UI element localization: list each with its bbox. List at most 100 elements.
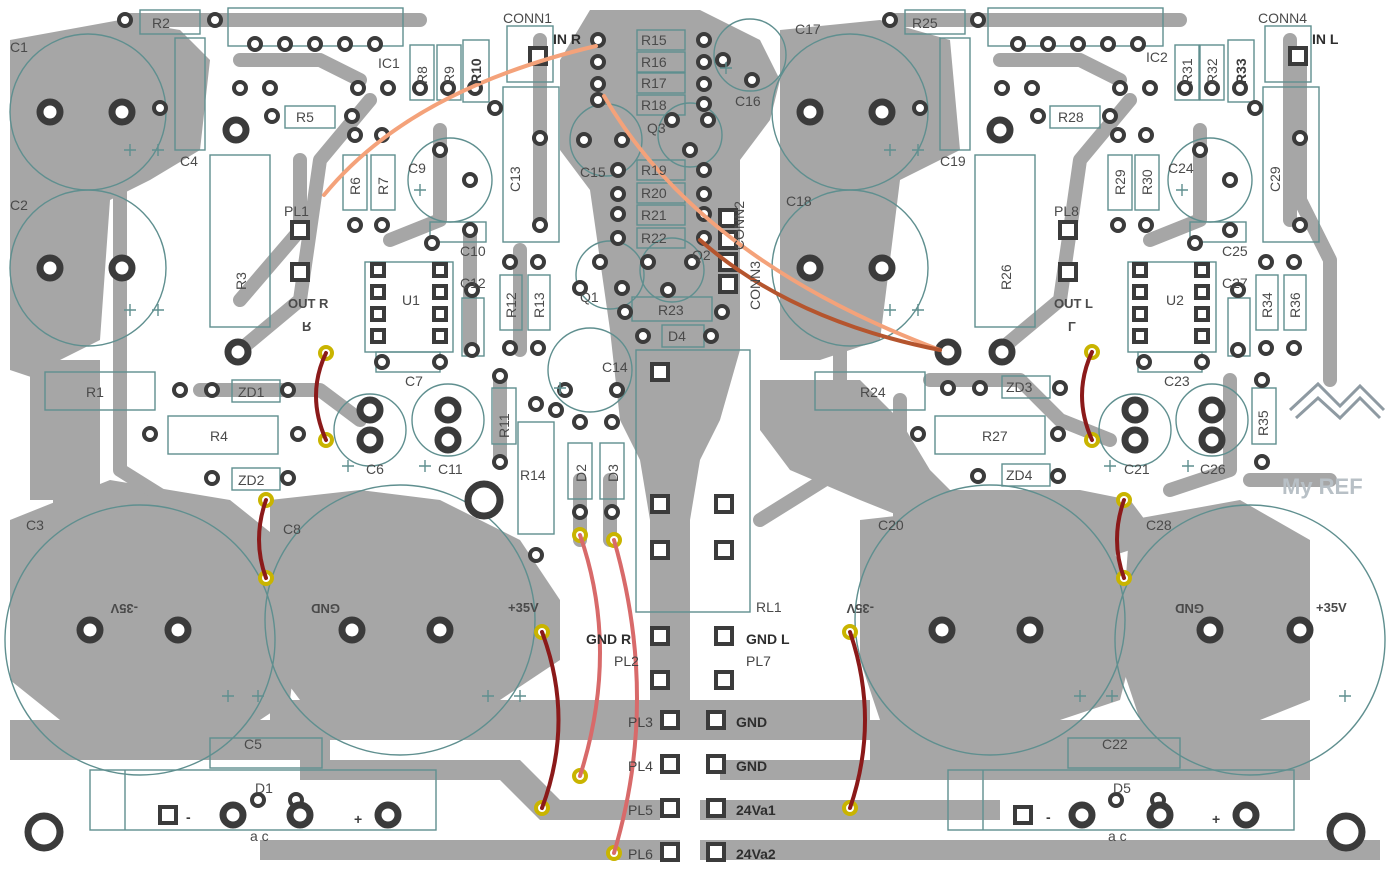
pad	[664, 112, 680, 128]
ic-pin-pad	[370, 262, 386, 278]
ic-pin-pad	[432, 328, 448, 344]
pad	[940, 380, 956, 396]
pad	[640, 254, 656, 270]
label-c19: C19	[940, 153, 966, 169]
pad	[350, 80, 366, 96]
pad	[590, 54, 606, 70]
plus-mark-icon	[482, 690, 494, 702]
label-pl5: PL5	[628, 802, 653, 818]
plus-mark-icon	[884, 304, 896, 316]
polarity-marks	[124, 62, 1351, 702]
label-c18: C18	[786, 193, 812, 209]
pad	[462, 222, 478, 238]
pad	[610, 206, 626, 222]
capacitor-pad	[1016, 616, 1044, 644]
pad	[1286, 340, 1302, 356]
pad	[1247, 100, 1263, 116]
label-r10: R10	[468, 58, 484, 84]
header-pad	[714, 540, 734, 560]
pad	[432, 142, 448, 158]
pad	[204, 470, 220, 486]
pad	[590, 32, 606, 48]
pad	[530, 340, 546, 356]
pad	[660, 282, 676, 298]
pad	[532, 130, 548, 146]
label-rail-gnd-left: GND	[311, 601, 340, 616]
plus-mark-icon	[1104, 460, 1116, 472]
pad	[1010, 36, 1026, 52]
label-r3: R3	[233, 272, 249, 290]
header-pad	[290, 220, 310, 240]
plus-mark-icon	[252, 690, 264, 702]
label-24va2: 24Va2	[736, 846, 776, 862]
pad	[1230, 342, 1246, 358]
ic-pin-pad	[370, 328, 386, 344]
label-rect-minus-left: -	[186, 809, 191, 825]
pad	[1232, 80, 1248, 96]
pad	[344, 108, 360, 124]
label-q3: Q3	[647, 120, 666, 136]
label-r4: R4	[210, 428, 228, 444]
label-r32: R32	[1204, 58, 1220, 84]
label-rail-neg-right: -35V	[846, 601, 874, 616]
pad	[592, 254, 608, 270]
capacitor-pad	[934, 338, 962, 366]
label-c13: C13	[507, 166, 523, 192]
pad	[696, 186, 712, 202]
ic-pin-pad	[1194, 328, 1210, 344]
label-u2: U2	[1166, 292, 1184, 308]
pad	[1024, 80, 1040, 96]
label-c6: C6	[366, 461, 384, 477]
label-c22: C22	[1102, 736, 1128, 752]
pad	[412, 80, 428, 96]
label-r5: R5	[296, 109, 314, 125]
pad	[609, 382, 625, 398]
pad	[1142, 80, 1158, 96]
label-zd4: ZD4	[1006, 467, 1033, 483]
label-ac-left: a c	[250, 828, 269, 844]
pad	[912, 100, 928, 116]
pad	[142, 426, 158, 442]
label-c20: C20	[878, 517, 904, 533]
capacitor-pad	[36, 98, 64, 126]
label-conn4: CONN4	[1258, 10, 1307, 26]
pad	[1050, 426, 1066, 442]
pad	[247, 36, 263, 52]
pad	[528, 396, 544, 412]
plus-mark-icon	[514, 690, 526, 702]
pad	[696, 76, 712, 92]
capacitor-pad	[1121, 426, 1149, 454]
label-r16: R16	[641, 54, 667, 70]
label-pl4: PL4	[628, 758, 653, 774]
label-pl7: PL7	[746, 653, 771, 669]
pad	[1102, 108, 1118, 124]
label-c26: C26	[1200, 461, 1226, 477]
pad	[1112, 80, 1128, 96]
label-r14: R14	[520, 467, 546, 483]
pad	[557, 382, 573, 398]
capacitor-pad	[108, 254, 136, 282]
label-out-r: OUT R	[288, 296, 329, 311]
capacitor-pad	[356, 396, 384, 424]
label-c25: C25	[1222, 243, 1248, 259]
ic-pin-pad	[370, 284, 386, 300]
pad	[1187, 235, 1203, 251]
plus-mark-icon	[1182, 460, 1194, 472]
header-pad	[660, 710, 680, 730]
pad	[1258, 254, 1274, 270]
label-pl6: PL6	[628, 846, 653, 862]
header-pad	[158, 805, 178, 825]
mounting-hole	[24, 812, 64, 852]
pad	[1254, 372, 1270, 388]
label-c27: C27	[1222, 275, 1248, 291]
capacitor-pad	[1198, 396, 1226, 424]
pad	[610, 186, 626, 202]
pad	[172, 382, 188, 398]
label-c15: C15	[580, 164, 606, 180]
label-c23: C23	[1164, 373, 1190, 389]
label-c11: C11	[438, 461, 463, 477]
brand-logo-icon	[1288, 381, 1386, 421]
label-c29: C29	[1267, 166, 1283, 192]
label-zd3: ZD3	[1006, 379, 1033, 395]
